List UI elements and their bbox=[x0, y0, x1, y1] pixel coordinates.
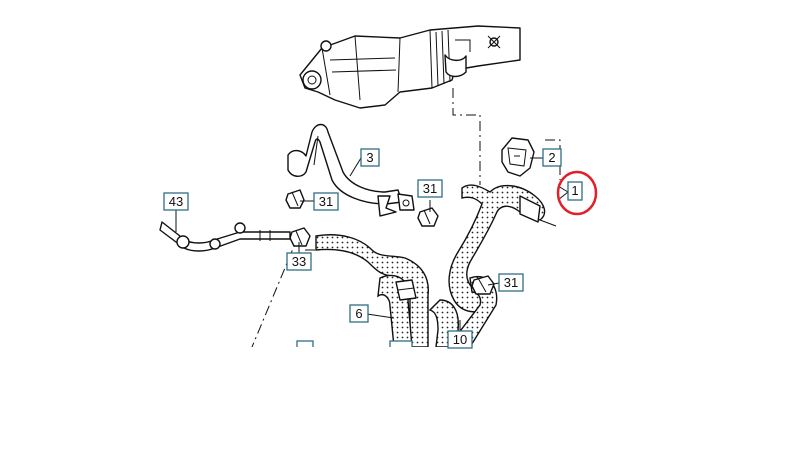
assembly-line-1 bbox=[452, 88, 481, 185]
callout-31-mid-text: 31 bbox=[423, 181, 437, 196]
callout-3[interactable]: 3 bbox=[360, 148, 380, 167]
assembly-line-2 bbox=[545, 139, 561, 180]
hose-clip-31-mid bbox=[417, 207, 439, 227]
callout-1[interactable]: 1 bbox=[567, 181, 583, 201]
hose-clip-31-left bbox=[285, 189, 305, 209]
egr-cooler-assembly bbox=[299, 25, 521, 109]
leader-31-right bbox=[487, 282, 500, 286]
callout-31-left[interactable]: 31 bbox=[313, 192, 339, 211]
callout-31-mid[interactable]: 31 bbox=[417, 179, 443, 198]
assembly-line-3 bbox=[251, 231, 301, 347]
callout-31-right[interactable]: 31 bbox=[498, 273, 524, 292]
callout-6-text: 6 bbox=[355, 306, 362, 321]
coolant-hose-6 bbox=[315, 234, 429, 347]
callout-31-right-text: 31 bbox=[504, 275, 518, 290]
clip-2 bbox=[501, 137, 535, 177]
callout-33[interactable]: 33 bbox=[286, 252, 312, 271]
leader-3 bbox=[349, 157, 362, 177]
callout-3-text: 3 bbox=[366, 150, 373, 165]
callout-33-text: 33 bbox=[292, 254, 306, 269]
callout-partial-left bbox=[296, 340, 314, 347]
hose-clip-31-right bbox=[471, 275, 495, 295]
callout-6[interactable]: 6 bbox=[349, 304, 369, 323]
coolant-pipe-43 bbox=[159, 221, 291, 252]
callout-10-text: 10 bbox=[453, 332, 467, 347]
coolant-pipe-3 bbox=[287, 123, 415, 217]
callout-2-text: 2 bbox=[548, 150, 555, 165]
coolant-hose-10 bbox=[428, 184, 557, 347]
callout-1-text: 1 bbox=[571, 183, 578, 198]
callout-partial-mid bbox=[389, 340, 413, 347]
leader-6 bbox=[366, 313, 395, 319]
callout-31-left-text: 31 bbox=[319, 194, 333, 209]
highlight-circle bbox=[556, 170, 598, 216]
hose-clip-33 bbox=[289, 227, 311, 247]
callout-10[interactable]: 10 bbox=[447, 330, 473, 349]
callout-2[interactable]: 2 bbox=[542, 148, 562, 167]
callout-43[interactable]: 43 bbox=[163, 192, 189, 211]
callout-43-text: 43 bbox=[169, 194, 183, 209]
